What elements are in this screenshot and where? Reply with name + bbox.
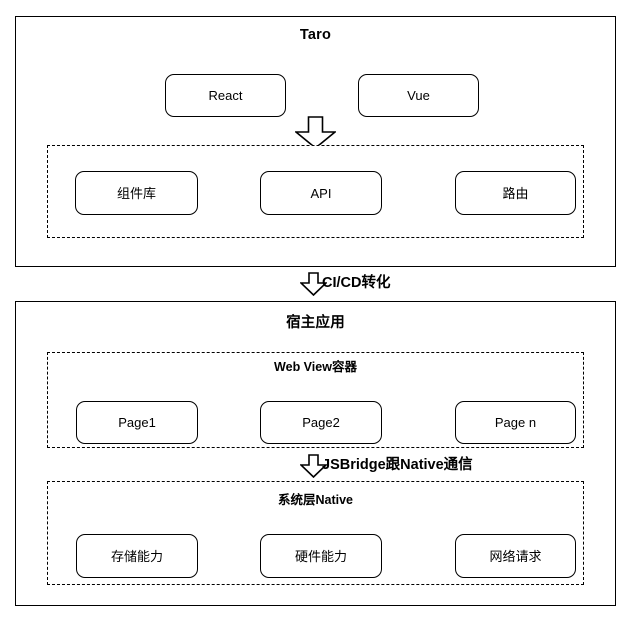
group-webview-container-title: Web View容器: [274, 360, 357, 374]
connector-label-jsbridge: JSBridge跟Native通信: [322, 457, 473, 473]
connector-label-cicd: CI/CD转化: [322, 275, 391, 291]
node-router[interactable]: 路由: [455, 171, 576, 215]
node-page-n[interactable]: Page n: [455, 401, 576, 444]
node-network-request[interactable]: 网络请求: [455, 534, 576, 578]
panel-host-app-title: 宿主应用: [286, 315, 345, 331]
down-block-arrow-icon: [295, 116, 336, 149]
node-api[interactable]: API: [260, 171, 382, 215]
node-react[interactable]: React: [165, 74, 286, 117]
node-vue[interactable]: Vue: [358, 74, 479, 117]
node-page2[interactable]: Page2: [260, 401, 382, 444]
node-storage-capability[interactable]: 存储能力: [76, 534, 198, 578]
group-system-native-title: 系统层Native: [277, 493, 354, 507]
down-block-arrow-icon: [300, 454, 327, 478]
node-hardware-capability[interactable]: 硬件能力: [260, 534, 382, 578]
down-block-arrow-icon: [300, 272, 327, 296]
node-component-library[interactable]: 组件库: [75, 171, 198, 215]
node-page1[interactable]: Page1: [76, 401, 198, 444]
panel-taro-title: Taro: [299, 27, 332, 43]
